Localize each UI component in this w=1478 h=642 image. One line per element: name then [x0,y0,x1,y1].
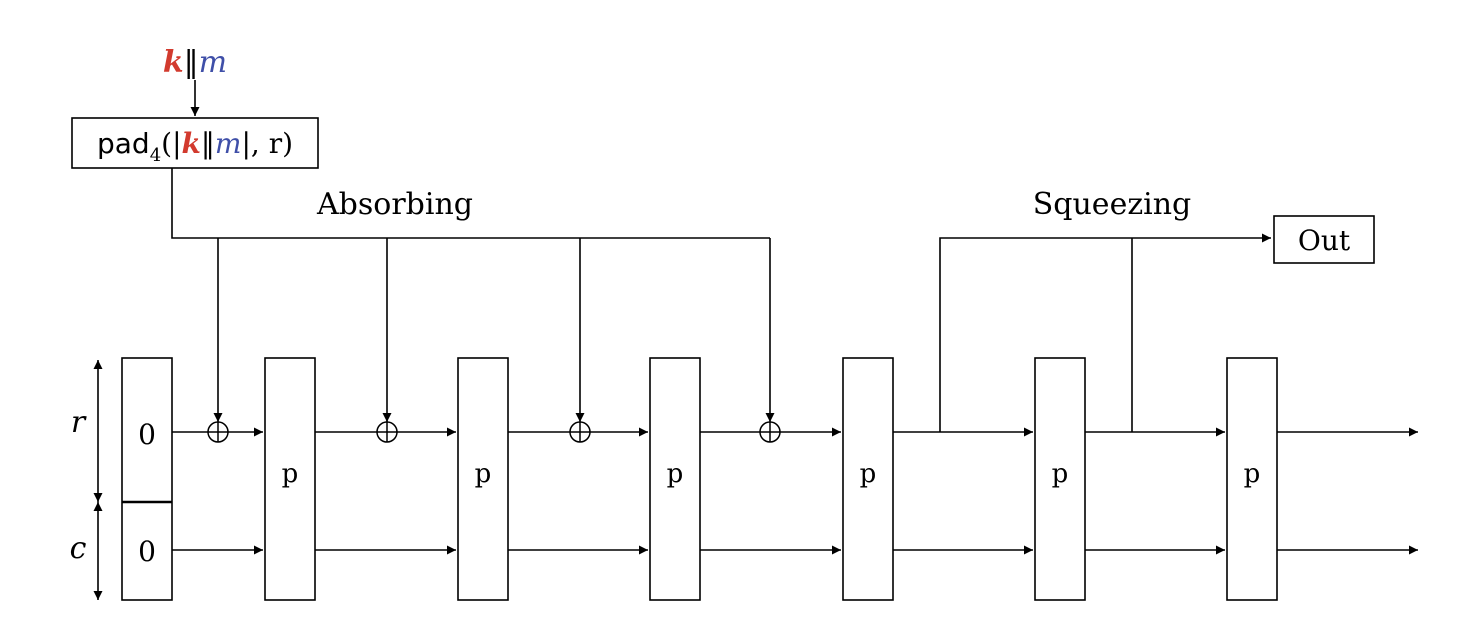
capacity-label: c [70,531,87,566]
pad-key: k [182,127,201,160]
permutation-label: p [667,459,684,489]
output-box [1273,215,1375,264]
rate-initial-value: 0 [138,418,156,451]
permutation-label: p [1052,459,1069,489]
permutation-label: p [282,459,299,489]
xor-2 [376,421,398,443]
pad-function: pad [97,127,150,160]
capacity-dimension: c [70,502,103,600]
absorbing-bus [171,168,775,422]
input-label: k‖m [163,45,227,80]
absorbing-label: Absorbing [316,187,473,222]
input-message: m [199,45,227,80]
permutation-label: p [475,459,492,489]
permutation-label: p [860,459,877,489]
initial-state: 0 0 [121,357,173,601]
xor-1 [207,421,229,443]
permutation-6: p [1226,357,1278,601]
input-key: k [163,45,184,80]
permutation-5: p [1034,357,1086,601]
padding-box [71,117,319,169]
rate-label: r [71,405,87,440]
permutation-1: p [264,357,316,601]
pad-message: m [215,127,242,160]
xor-3 [569,421,591,443]
input-separator: ‖ [184,45,199,80]
squeezing-bus [939,233,1271,432]
permutation-label: p [1244,459,1261,489]
permutation-4: p [842,357,894,601]
permutation-2: p [457,357,509,601]
pad-subscript: 4 [150,145,161,166]
permutation-3: p [649,357,701,601]
rate-dimension: r [71,360,103,502]
squeezing-label: Squeezing [1033,187,1192,222]
xor-4 [759,421,781,443]
capacity-initial-value: 0 [138,535,156,568]
output-label: Out [1298,224,1351,257]
padding-label: pad4(|k‖m|, r) [97,127,293,166]
